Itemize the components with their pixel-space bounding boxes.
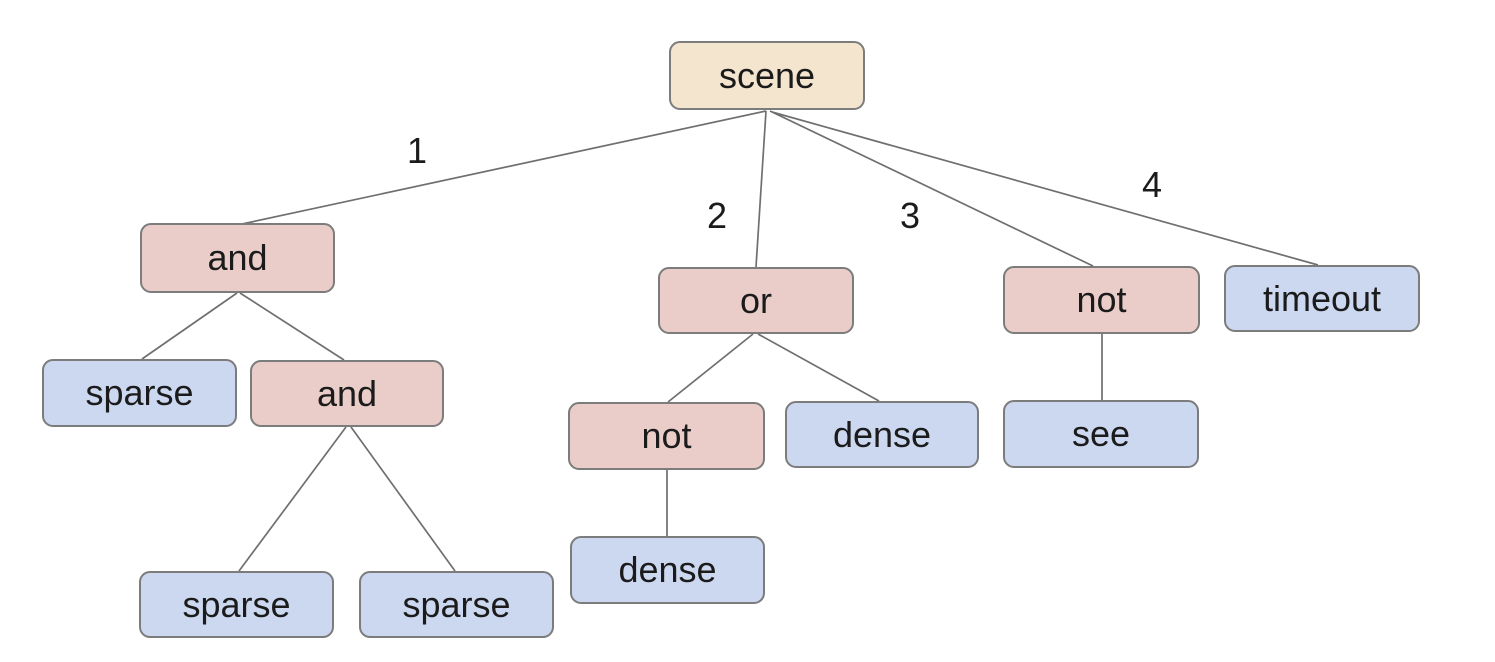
node-not2: not [568, 402, 765, 470]
edge-label-scene-and1: 1 [407, 130, 427, 171]
node-dense1: dense [785, 401, 979, 468]
edge-scene-or1 [755, 110, 767, 268]
node-label: see [1071, 413, 1131, 454]
node-label: not [1076, 279, 1127, 320]
node-label: and [316, 372, 378, 414]
edge-scene-and1 [241, 110, 767, 225]
node-label: dense [618, 549, 717, 590]
node-label: scene [718, 54, 816, 96]
node-label: dense [832, 413, 932, 455]
node-dense2: dense [570, 536, 765, 604]
node-label: not [641, 415, 692, 456]
edge-and1-sparse1 [141, 292, 238, 360]
node-and2: and [250, 360, 444, 427]
node-label: sparse [85, 372, 194, 413]
node-label: or [739, 279, 772, 321]
edge-label-scene-not1: 3 [900, 195, 920, 236]
edge-scene-timeout [771, 111, 1319, 266]
node-scene: scene [669, 41, 865, 110]
node-timeout: timeout [1224, 265, 1420, 332]
node-or1: or [658, 267, 854, 334]
node-label: sparse [182, 583, 291, 625]
edge-or1-dense1 [757, 333, 880, 402]
node-label: and [207, 237, 268, 278]
node-sparse1: sparse [42, 359, 237, 427]
edge-scene-not1 [769, 110, 1094, 267]
node-label: timeout [1262, 277, 1382, 319]
node-not1: not [1003, 266, 1200, 334]
node-sparse3: sparse [359, 571, 554, 638]
edge-label-scene-timeout: 4 [1142, 164, 1162, 205]
edge-label-scene-or1: 2 [707, 195, 727, 236]
edge-and1-and2 [239, 292, 345, 361]
edge-or1-not2 [667, 333, 754, 403]
edge-and2-sparse3 [350, 426, 456, 572]
node-sparse2: sparse [139, 571, 334, 638]
node-and1: and [140, 223, 335, 293]
node-see: see [1003, 400, 1199, 468]
edge-and2-sparse2 [238, 426, 347, 572]
node-label: sparse [402, 583, 511, 625]
